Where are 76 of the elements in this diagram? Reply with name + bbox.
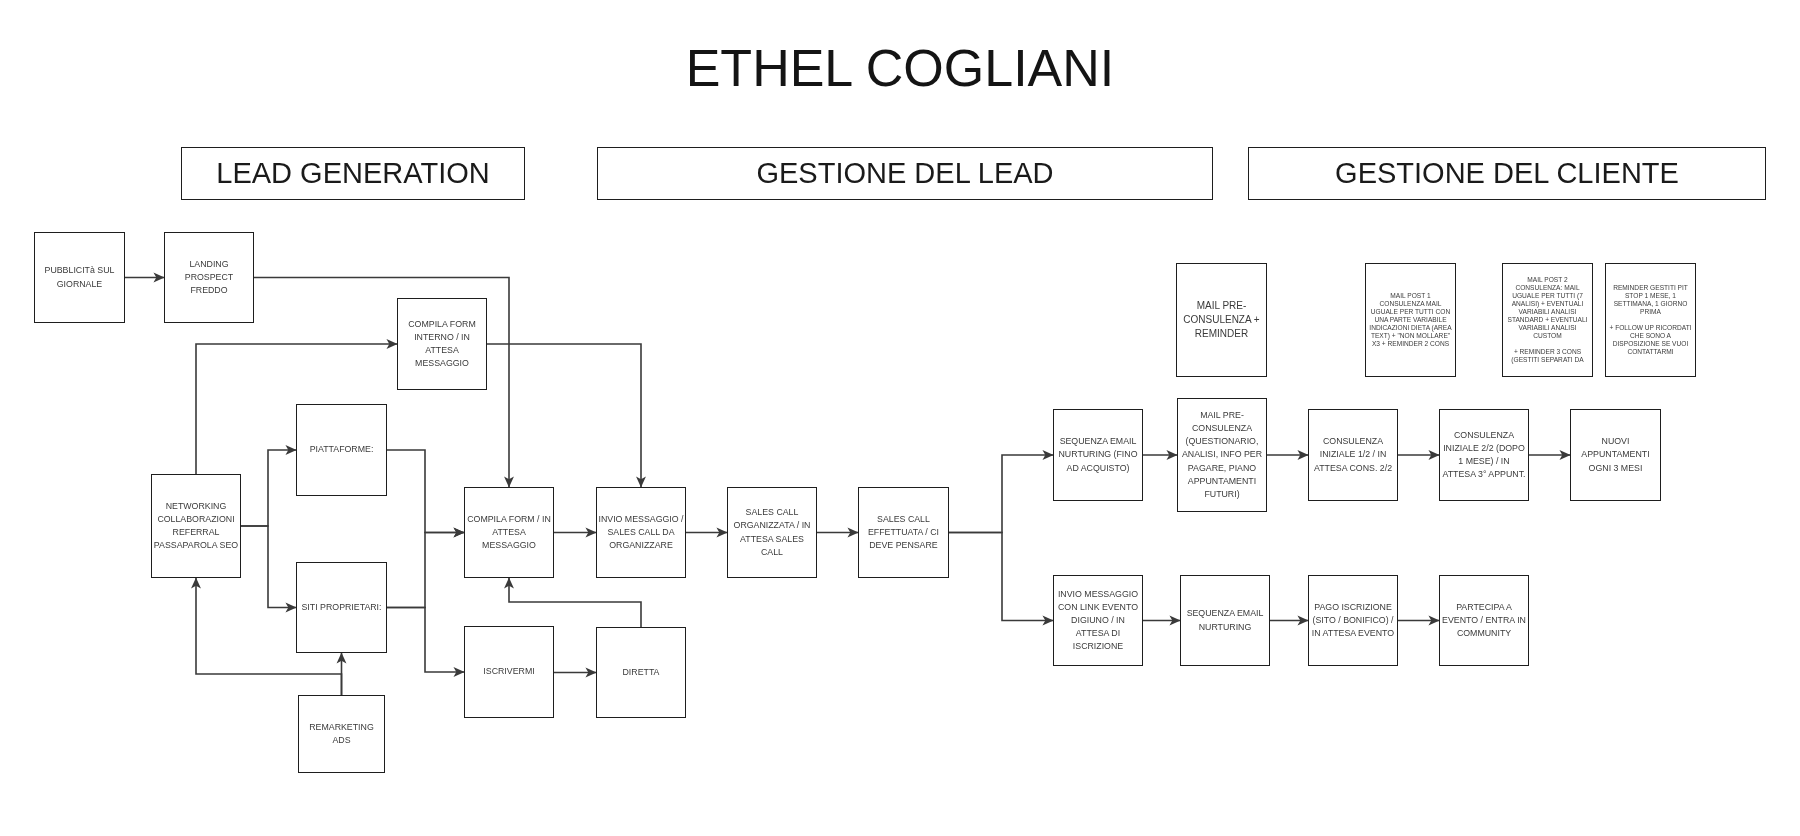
process-box	[298, 695, 385, 773]
box-label: MAIL PRE- CONSULENZA (QUESTIONARIO, ANALISI, INFO PER PAGARE, PIANO APPUNTAMENTI FUTURI)	[1180, 409, 1264, 501]
box-label: COMPILA FORM INTERNO / IN ATTESA MESSAGGIO	[407, 317, 477, 370]
arrow	[816, 527, 859, 538]
process-box	[464, 487, 554, 578]
arrow	[486, 343, 646, 488]
process-box	[397, 298, 487, 390]
box-label: INVIO MESSAGGIO / SALES CALL DA ORGANIZZARE	[598, 512, 684, 552]
arrow	[553, 527, 597, 538]
process-box	[1176, 263, 1267, 377]
arrow	[1269, 615, 1309, 626]
arrow	[553, 667, 597, 678]
section-header-box	[597, 147, 1213, 200]
section-header: LEAD GENERATION	[216, 157, 490, 190]
process-box	[151, 474, 241, 578]
process-box	[1053, 409, 1143, 501]
process-box	[164, 232, 254, 323]
arrow	[1142, 450, 1178, 460]
arrow	[948, 531, 1054, 626]
box-label: PAGO ISCRIZIONE (SITO / BONIFICO) / IN ATTESA EVENTO	[1310, 600, 1396, 640]
arrow	[1266, 450, 1309, 460]
box-label: PIATTAFORME:	[309, 443, 374, 457]
arrow	[685, 527, 728, 538]
box-label: MAIL PRE- CONSULENZA + REMINDER	[1182, 299, 1261, 341]
process-box	[596, 487, 686, 578]
arrow	[386, 606, 465, 677]
box-label: SITI PROPRIETARI:	[301, 601, 382, 614]
process-box	[34, 232, 125, 323]
note-box	[1365, 263, 1456, 377]
process-box	[1308, 409, 1398, 501]
section-header-box	[181, 147, 525, 200]
process-box	[727, 487, 817, 578]
arrow	[504, 577, 642, 628]
box-label: CONSULENZA INIZIALE 2/2 (DOPO 1 MESE) / IN ATTESA 3° APPUNT.	[1441, 428, 1527, 481]
process-box	[596, 627, 686, 718]
box-label: CONSULENZA INIZIALE 1/2 / IN ATTESA CONS. 2/2	[1312, 435, 1394, 475]
note-box	[1605, 263, 1696, 377]
arrow	[1142, 615, 1181, 626]
diagram-title: ETHEL COGLIANI	[685, 40, 1115, 98]
box-label: LANDING PROSPECT FREDDO	[183, 257, 235, 297]
box-label: ISCRIVERMI	[483, 665, 535, 679]
box-label: PARTECIPA A EVENTO / ENTRA IN COMMUNITY	[1441, 600, 1527, 640]
arrow	[1397, 450, 1440, 460]
process-box	[296, 404, 387, 496]
box-label: SEQUENZA EMAIL NURTURING (FINO AD ACQUISTO)	[1057, 435, 1139, 475]
box-label: SALES CALL ORGANIZZATA / IN ATTESA SALES CALL	[732, 506, 812, 559]
box-label: REMARKETING ADS	[308, 721, 375, 747]
arrow	[1528, 450, 1571, 460]
box-label: DIRETTA	[622, 666, 660, 679]
process-box	[1180, 575, 1270, 666]
arrow	[1397, 615, 1440, 626]
box-label: COMPILA FORM / IN ATTESA MESSAGGIO	[466, 512, 552, 552]
section-header-box	[1248, 147, 1766, 200]
box-label: NUOVI APPUNTAMENTI OGNI 3 MESI	[1580, 435, 1651, 475]
process-box	[858, 487, 949, 578]
process-box	[1570, 409, 1661, 501]
process-box	[1053, 575, 1143, 666]
box-label: SEQUENZA EMAIL NURTURING	[1185, 607, 1265, 634]
box-label: SALES CALL EFFETTUATA / CI DEVE PENSARE	[867, 512, 940, 552]
box-label: NETWORKING COLLABORAZIONI REFERRAL PASSAPAROLA SEO	[153, 499, 239, 552]
section-header: GESTIONE DEL CLIENTE	[1335, 157, 1679, 190]
process-box	[1177, 398, 1267, 512]
section-header: GESTIONE DEL LEAD	[756, 157, 1054, 190]
process-box	[1439, 409, 1529, 501]
arrow	[253, 276, 514, 488]
arrow	[195, 339, 398, 475]
arrow	[124, 272, 165, 283]
process-box	[464, 626, 554, 718]
arrow	[240, 525, 297, 613]
note-box	[1502, 263, 1593, 377]
process-box	[1439, 575, 1529, 666]
arrow	[191, 577, 343, 696]
box-label: PUBBLICITà SUL GIORNALE	[43, 264, 116, 291]
box-label: INVIO MESSAGGIO CON LINK EVENTO DIGIUNO / IN ATTESA DI ISCRIZIONE	[1056, 587, 1140, 653]
process-box	[1308, 575, 1398, 666]
process-box	[296, 562, 387, 653]
